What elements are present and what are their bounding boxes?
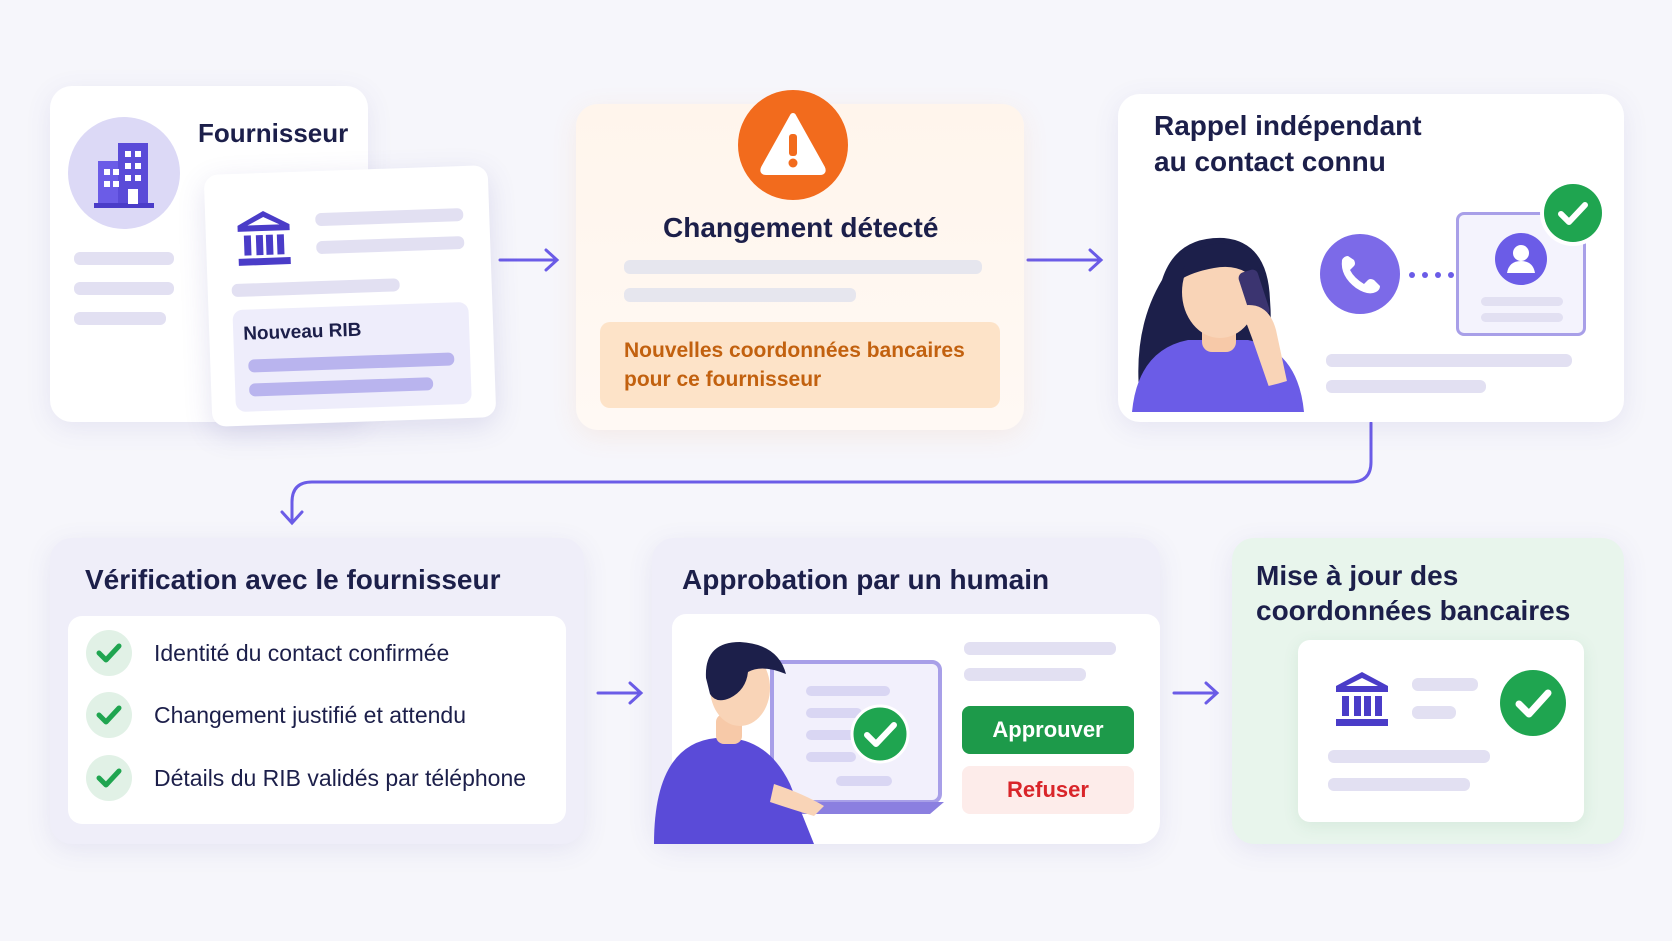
placeholder-line — [1481, 313, 1563, 322]
refuse-button[interactable]: Refuser — [962, 766, 1134, 814]
placeholder-line — [624, 288, 856, 302]
placeholder-line — [248, 352, 455, 373]
new-rib-document: Nouveau RIB — [203, 165, 497, 427]
verification-title: Vérification avec le fournisseur — [85, 564, 501, 595]
placeholder-line — [316, 235, 465, 255]
check-icon — [86, 692, 132, 738]
placeholder-line — [624, 260, 982, 274]
man-at-laptop-illustration — [654, 634, 944, 844]
placeholder-line — [315, 208, 464, 227]
placeholder-line — [74, 252, 174, 265]
alert-text: Nouvelles coordonnées bancaires pour ce … — [624, 339, 965, 391]
placeholder-line — [1328, 778, 1470, 791]
update-title: Mise à jour des coordonnées bancaires — [1256, 560, 1571, 626]
placeholder-line — [1412, 706, 1456, 719]
placeholder-line — [74, 282, 174, 295]
supplier-title: Fournisseur — [198, 118, 349, 148]
user-icon — [1495, 233, 1547, 285]
bank-icon — [235, 208, 293, 268]
placeholder-line — [248, 377, 434, 397]
arrow-1-2 — [498, 248, 560, 272]
checklist-item-label: Détails du RIB validés par téléphone — [154, 764, 527, 791]
alert-box: Nouvelles coordonnées bancaires pour ce … — [600, 322, 1000, 408]
updated-record-panel — [1298, 640, 1584, 822]
placeholder-line — [1328, 750, 1490, 763]
checklist-panel — [68, 616, 566, 824]
checklist-item-label: Identité du contact confirmée — [154, 639, 450, 666]
placeholder-line — [1326, 380, 1486, 393]
approve-button[interactable]: Approuver — [962, 706, 1134, 754]
approval-title: Approbation par un humain — [682, 564, 1050, 595]
building-icon — [68, 117, 180, 229]
placeholder-line — [1326, 354, 1572, 367]
callback-title: Rappel indépendant au contact connu — [1154, 110, 1422, 177]
woman-on-phone-illustration — [1128, 210, 1308, 412]
checklist-item: Détails du RIB validés par téléphone — [86, 755, 526, 801]
change-detected-title: Changement détecté — [663, 212, 939, 243]
new-rib-box: Nouveau RIB — [232, 301, 472, 413]
phone-icon — [1320, 234, 1400, 314]
checklist-item-label: Changement justifié et attendu — [154, 701, 466, 728]
verified-check-icon — [1544, 184, 1602, 242]
arrow-4-5 — [596, 681, 644, 705]
placeholder-line — [964, 668, 1086, 681]
arrow-5-6 — [1172, 681, 1220, 705]
checklist-item: Identité du contact confirmée — [86, 630, 449, 676]
placeholder-line — [1481, 297, 1563, 306]
placeholder-line — [964, 642, 1116, 655]
check-icon — [86, 630, 132, 676]
connection-dots — [1408, 271, 1468, 279]
checklist-item: Changement justifié et attendu — [86, 692, 466, 738]
placeholder-line — [231, 278, 400, 298]
placeholder-line — [74, 312, 166, 325]
placeholder-line — [1412, 678, 1478, 691]
bank-icon — [1334, 670, 1390, 728]
arrow-3-4 — [280, 421, 1373, 526]
warning-icon — [738, 90, 848, 200]
success-check-icon — [1500, 670, 1566, 736]
new-rib-label: Nouveau RIB — [242, 319, 362, 345]
check-icon — [86, 755, 132, 801]
arrow-2-3 — [1026, 248, 1104, 272]
